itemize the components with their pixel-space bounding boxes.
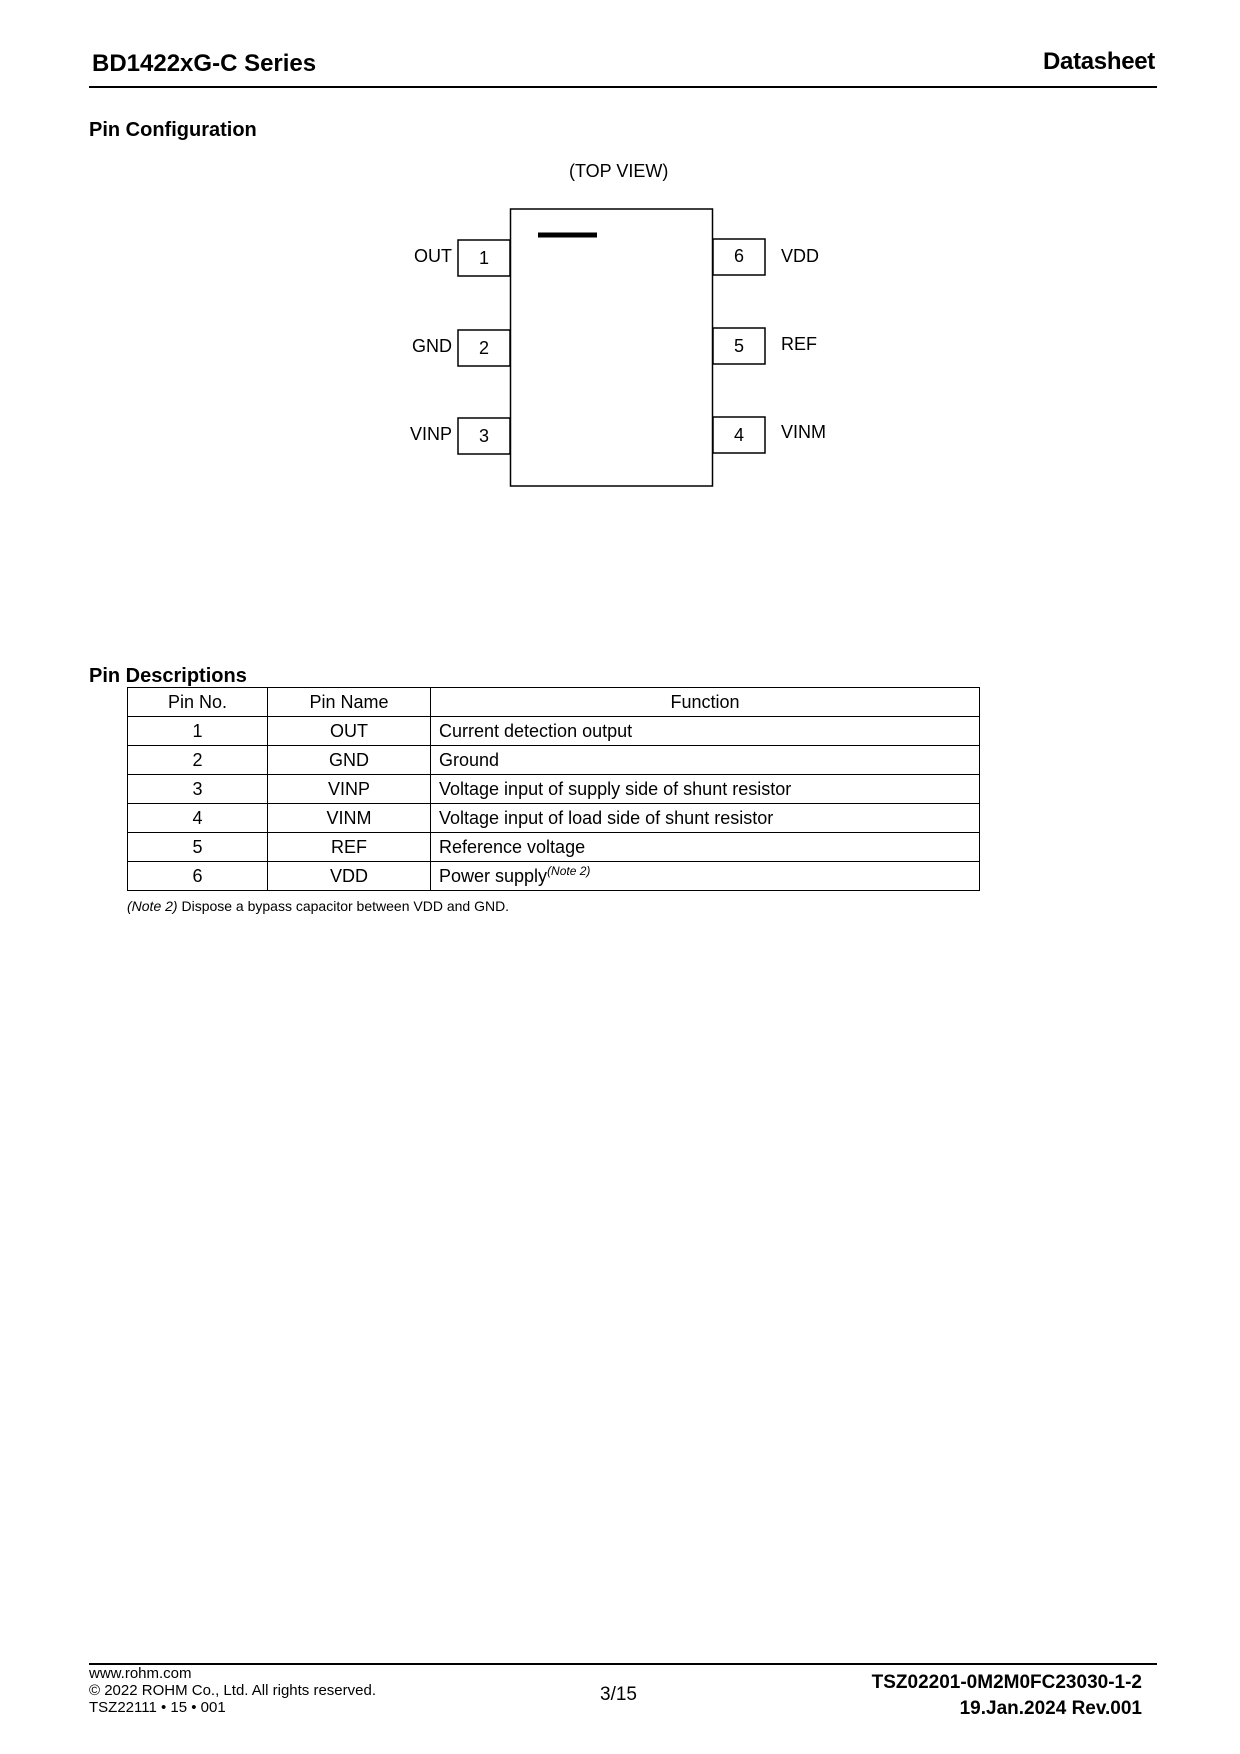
pin-no-cell: 6 (127, 861, 268, 891)
function-cell: Voltage input of load side of shunt resi… (430, 803, 980, 833)
package-body (509, 208, 714, 487)
pin-name-cell: GND (267, 745, 431, 775)
pin-no-cell: 5 (127, 832, 268, 862)
table-row: 6 VDD Power supply(Note 2) (127, 861, 980, 891)
pin-descriptions-table: Pin No. Pin Name Function 1 OUT Current … (127, 687, 980, 891)
pin-box-6 (712, 238, 766, 276)
pin-number-label: 6 (733, 246, 744, 266)
column-header: Pin No. (127, 687, 268, 717)
pin-configuration-heading: Pin Configuration (89, 119, 257, 141)
footnote-text: Dispose a bypass capacitor between VDD a… (177, 898, 510, 914)
footer-form-code: TSZ22111 • 15 • 001 (89, 1699, 226, 1716)
pin-number-label: 2 (478, 338, 489, 358)
table-row: 4 VINM Voltage input of load side of shu… (127, 803, 980, 833)
pin-name-label: REF (781, 334, 817, 354)
document-title: BD1422xG-C Series (92, 50, 317, 77)
datasheet-label: Datasheet (1042, 48, 1155, 75)
pin-name-cell: OUT (267, 716, 431, 746)
package-outline (457, 208, 766, 487)
function-cell: Current detection output (430, 716, 980, 746)
pin-number-label: 5 (733, 336, 744, 356)
pin-name-label: GND (412, 336, 452, 356)
footer-rule (89, 1663, 1157, 1665)
function-text: Power supply (439, 866, 548, 886)
pin-no-cell: 3 (127, 774, 268, 804)
table-row: 5 REF Reference voltage (127, 832, 980, 862)
pin-box-2 (457, 329, 511, 367)
pin-number-label: 1 (478, 248, 489, 268)
column-header: Function (430, 687, 980, 717)
table-row: 3 VINP Voltage input of supply side of s… (127, 774, 980, 804)
pin-name-label: VDD (781, 246, 820, 266)
pin-box-1 (457, 239, 511, 277)
pin-box-5 (712, 327, 766, 365)
function-cell: Reference voltage (430, 832, 980, 862)
pin-box-4 (712, 416, 766, 454)
pin-name-label: VINP (409, 424, 452, 444)
pin-box-3 (457, 417, 511, 455)
pin-name-cell: VINP (267, 774, 431, 804)
pin-name-label: VINM (781, 422, 826, 442)
pin-name-cell: VINM (267, 803, 431, 833)
function-cell: Voltage input of supply side of shunt re… (430, 774, 980, 804)
document-number: TSZ02201-0M2M0FC23030-1-2 (871, 1672, 1142, 1693)
header-rule (89, 86, 1157, 88)
pin-name-cell: REF (267, 832, 431, 862)
note-reference: (Note 2) (547, 864, 591, 878)
pin-name-label: OUT (414, 246, 452, 266)
page-number: 3/15 (600, 1684, 637, 1705)
table-header-row: Pin No. Pin Name Function (127, 687, 980, 717)
footer-copyright: © 2022 ROHM Co., Ltd. All rights reserve… (89, 1682, 376, 1699)
pin-number-label: 4 (733, 425, 744, 445)
table-footnote: (Note 2) Dispose a bypass capacitor betw… (127, 898, 509, 914)
top-view-label: (TOP VIEW) (569, 161, 669, 181)
pin-no-cell: 1 (127, 716, 268, 746)
table-row: 2 GND Ground (127, 745, 980, 775)
pin-name-cell: VDD (267, 861, 431, 891)
column-header: Pin Name (267, 687, 431, 717)
pin-configuration-diagram: (TOP VIEW) OUT 1 GND 2 VINP 3 6 VDD 5 RE… (395, 155, 855, 495)
function-cell: Power supply(Note 2) (430, 861, 980, 891)
pin-no-cell: 2 (127, 745, 268, 775)
footnote-label: (Note 2) (127, 898, 178, 914)
pin-number-label: 3 (478, 426, 489, 446)
table-row: 1 OUT Current detection output (127, 716, 980, 746)
revision-date: 19.Jan.2024 Rev.001 (959, 1698, 1142, 1719)
pin-descriptions-heading: Pin Descriptions (89, 665, 247, 687)
function-cell: Ground (430, 745, 980, 775)
pin-no-cell: 4 (127, 803, 268, 833)
footer-website: www.rohm.com (89, 1665, 192, 1682)
